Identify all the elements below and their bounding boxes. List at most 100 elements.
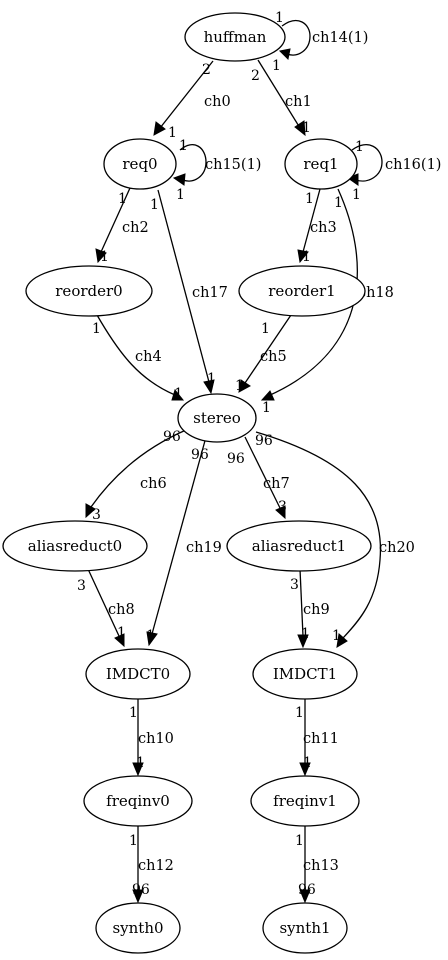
port-in-ch8: 1	[117, 625, 126, 641]
node-freqinv0[interactable]: freqinv0	[83, 775, 193, 827]
node-label: reorder1	[268, 282, 335, 300]
port-out-ch1: 2	[251, 68, 260, 84]
node-freqinv1[interactable]: freqinv1	[250, 775, 360, 827]
edge-label-ch16: ch16(1)	[385, 157, 441, 173]
port-out-ch19: 96	[191, 447, 209, 463]
edge-ch13: ch13 1 96	[295, 826, 339, 904]
node-aliasreduct0[interactable]: aliasreduct0	[2, 520, 148, 572]
port-in-ch1: 1	[302, 120, 311, 136]
node-reorder0[interactable]: reorder0	[25, 265, 153, 317]
node-IMDCT1[interactable]: IMDCT1	[252, 648, 358, 700]
port-in-ch12: 96	[132, 882, 150, 898]
node-label: freqinv0	[106, 792, 170, 810]
port-out-ch6: 96	[163, 429, 181, 445]
port-in-ch14: 1	[272, 58, 281, 74]
port-out-ch15: 1	[179, 138, 188, 154]
node-IMDCT0[interactable]: IMDCT0	[85, 648, 191, 700]
edge-ch1: ch1 2 1	[251, 59, 312, 137]
edge-ch12: ch12 1 96	[129, 826, 174, 904]
port-in-ch15: 1	[176, 187, 185, 203]
edge-label-ch4: ch4	[135, 349, 162, 365]
port-in-ch16: 1	[352, 187, 361, 203]
node-synth1[interactable]: synth1	[262, 902, 348, 954]
edge-label-ch8: ch8	[108, 602, 135, 618]
edge-ch7: ch7 96 3	[227, 436, 290, 520]
port-out-ch10: 1	[129, 705, 138, 721]
edge-label-ch10: ch10	[138, 731, 174, 747]
edge-label-ch3: ch3	[310, 220, 337, 236]
port-out-ch11: 1	[295, 705, 304, 721]
edge-ch17: ch17 1 1	[150, 189, 228, 395]
node-aliasreduct1[interactable]: aliasreduct1	[226, 520, 372, 572]
port-out-ch20: 96	[255, 433, 273, 449]
edge-ch6: ch6 96 3	[85, 429, 187, 523]
node-req1[interactable]: req1	[284, 138, 358, 190]
edge-ch2: ch2 1 1	[95, 187, 149, 265]
edge-label-ch14: ch14(1)	[312, 30, 368, 46]
node-label: IMDCT0	[106, 665, 170, 683]
edge-label-ch6: ch6	[140, 476, 167, 492]
edge-ch9: ch9 3 1	[290, 568, 330, 649]
node-label: synth0	[112, 919, 163, 937]
node-label: stereo	[193, 409, 241, 427]
port-in-ch19: 1	[146, 628, 155, 644]
node-reorder1[interactable]: reorder1	[238, 265, 366, 317]
edge-ch14: ch14(1) 1 1	[272, 10, 368, 74]
edge-ch11: ch11 1 1	[295, 699, 339, 777]
port-out-ch7: 96	[227, 451, 245, 467]
port-in-ch9: 1	[301, 626, 310, 642]
port-in-ch3: 1	[302, 249, 311, 265]
port-in-ch4: 1	[174, 386, 183, 402]
port-out-ch8: 3	[77, 578, 86, 594]
node-synth0[interactable]: synth0	[95, 902, 181, 954]
edge-ch4: ch4 1 1	[92, 314, 185, 402]
port-out-ch0: 2	[202, 62, 211, 78]
port-out-ch4: 1	[92, 321, 101, 337]
node-req0[interactable]: req0	[103, 138, 177, 190]
node-huffman[interactable]: huffman	[184, 12, 286, 62]
edge-ch0: ch0 2 1	[153, 60, 231, 141]
edge-ch16: ch16(1) 1 1	[346, 139, 441, 203]
node-label: req0	[122, 155, 157, 173]
port-in-ch17: 1	[207, 371, 216, 387]
node-label: synth1	[279, 919, 330, 937]
edge-label-ch9: ch9	[303, 602, 330, 618]
node-label: aliasreduct0	[28, 537, 122, 555]
edge-ch8: ch8 3 1	[77, 568, 135, 648]
edge-label-ch7: ch7	[263, 476, 290, 492]
edge-label-ch13: ch13	[303, 858, 339, 874]
edge-ch3: ch3 1 1	[297, 188, 337, 265]
port-out-ch3: 1	[305, 191, 314, 207]
edge-ch20: ch20 96 1	[255, 431, 415, 648]
edge-ch19: ch19 96 1	[146, 436, 222, 647]
port-out-ch5: 1	[261, 321, 270, 337]
port-out-ch17: 1	[150, 197, 159, 213]
port-in-ch2: 1	[100, 249, 109, 265]
edge-label-ch11: ch11	[303, 731, 339, 747]
port-out-ch9: 3	[290, 577, 299, 593]
port-out-ch14: 1	[275, 10, 284, 26]
node-label: huffman	[204, 28, 267, 46]
node-label: freqinv1	[273, 792, 337, 810]
node-label: reorder0	[55, 282, 122, 300]
port-in-ch6: 3	[92, 507, 101, 523]
port-in-ch20: 1	[332, 628, 341, 644]
edge-ch5: ch5 1 1	[235, 314, 292, 394]
edge-label-ch15: ch15(1)	[205, 157, 261, 173]
port-in-ch0: 1	[168, 125, 177, 141]
port-out-ch2: 1	[118, 191, 127, 207]
node-stereo[interactable]: stereo	[177, 393, 257, 443]
port-in-ch11: 1	[303, 755, 312, 771]
edge-ch10: ch10 1 1	[129, 699, 174, 777]
port-out-ch16: 1	[355, 139, 364, 155]
port-in-ch10: 1	[136, 755, 145, 771]
edge-label-ch0: ch0	[204, 94, 231, 110]
node-label: req1	[303, 155, 338, 173]
edge-label-ch1: ch1	[285, 94, 312, 110]
edge-label-ch5: ch5	[260, 349, 287, 365]
edge-label-ch18: ch18	[358, 285, 394, 301]
port-in-ch18: 1	[262, 400, 271, 416]
edges: ch0 2 1 ch1 2 1 ch14(1) 1 1 ch15(1) 1 1	[77, 10, 441, 904]
port-in-ch13: 96	[298, 882, 316, 898]
